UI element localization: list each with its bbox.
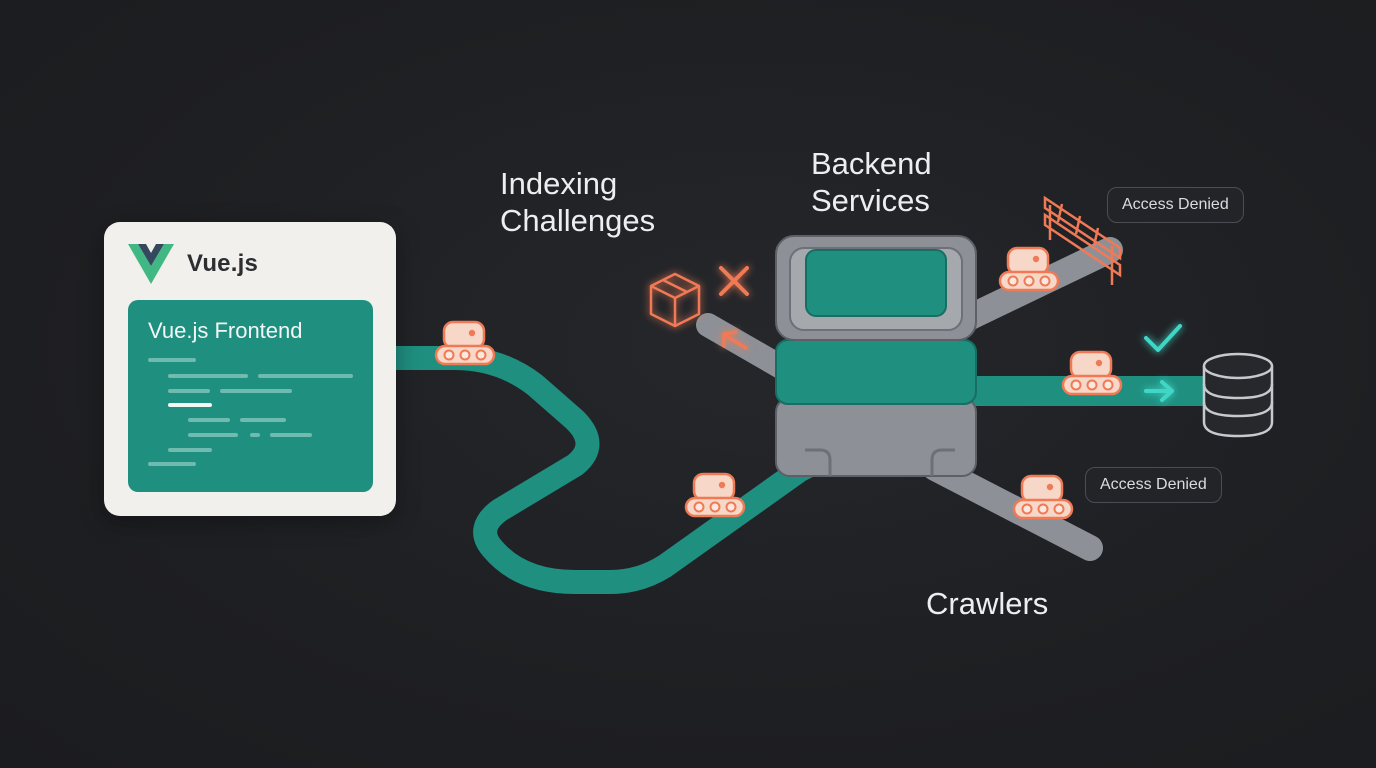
x-mark-icon: [719, 266, 749, 296]
code-line: [188, 433, 238, 437]
code-line: [270, 433, 312, 437]
code-line-highlight: [168, 403, 212, 407]
code-line: [250, 433, 260, 437]
check-mark-icon: [1144, 324, 1182, 352]
code-line: [258, 374, 353, 378]
crawler-robot-1: [434, 320, 496, 366]
server-stack-icon: [775, 235, 977, 477]
code-line: [148, 462, 196, 466]
crawler-robot-5: [1012, 474, 1074, 520]
code-line: [168, 448, 212, 452]
frontend-panel: Vue.js Frontend: [128, 300, 373, 492]
gray-pipe-lower-right: [922, 455, 1103, 561]
package-box-icon: [649, 272, 701, 328]
access-denied-badge-top: Access Denied: [1107, 187, 1244, 223]
label-crawlers: Crawlers: [926, 586, 1049, 621]
label-indexing-challenges: Indexing Challenges: [500, 166, 656, 238]
label-backend-services: Backend Services: [811, 146, 932, 218]
arrow-right-icon: [1144, 380, 1174, 402]
database-icon: [1202, 352, 1274, 438]
access-denied-badge-bottom: Access Denied: [1085, 467, 1222, 503]
vue-card: Vue.js Vue.js Frontend: [104, 222, 396, 516]
code-line: [220, 389, 292, 393]
code-line: [148, 358, 196, 362]
code-line: [240, 418, 286, 422]
card-title: Vue.js: [187, 250, 259, 277]
crawler-robot-2: [684, 472, 746, 518]
arrow-up-left-icon: [722, 330, 748, 350]
vue-logo-icon: [128, 244, 174, 284]
code-line: [168, 374, 248, 378]
teal-pipeline: [360, 346, 842, 594]
crawler-robot-4: [1061, 350, 1123, 396]
code-line: [188, 418, 230, 422]
panel-title: Vue.js Frontend: [148, 318, 303, 343]
barrier-icon: [1043, 195, 1122, 285]
code-line: [168, 389, 210, 393]
